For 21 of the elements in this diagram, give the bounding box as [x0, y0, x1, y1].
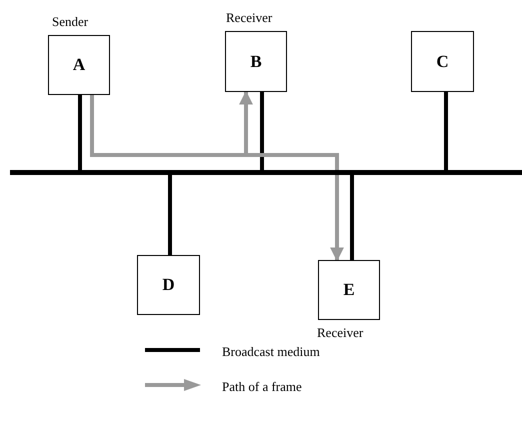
station-label: A — [72, 54, 86, 76]
station-box — [318, 260, 380, 320]
connector-line — [78, 95, 82, 170]
connector-line — [350, 175, 354, 260]
connector-line — [168, 175, 172, 255]
connector-line — [260, 92, 264, 170]
legend-text: Broadcast medium — [222, 343, 320, 361]
station-box — [48, 35, 110, 95]
station-box — [411, 31, 474, 92]
station-box — [137, 255, 200, 315]
station-label: C — [436, 50, 449, 73]
station-box — [225, 31, 287, 92]
connector-line — [444, 92, 448, 170]
station-label: E — [343, 279, 355, 302]
legend-text: Path of a frame — [222, 378, 302, 396]
station-label: B — [250, 50, 262, 73]
role-label: Receiver — [317, 324, 364, 342]
role-label: Receiver — [226, 9, 272, 27]
role-label: Sender — [52, 13, 88, 31]
frame-path-arrow — [90, 95, 344, 262]
station-label: D — [162, 274, 175, 296]
